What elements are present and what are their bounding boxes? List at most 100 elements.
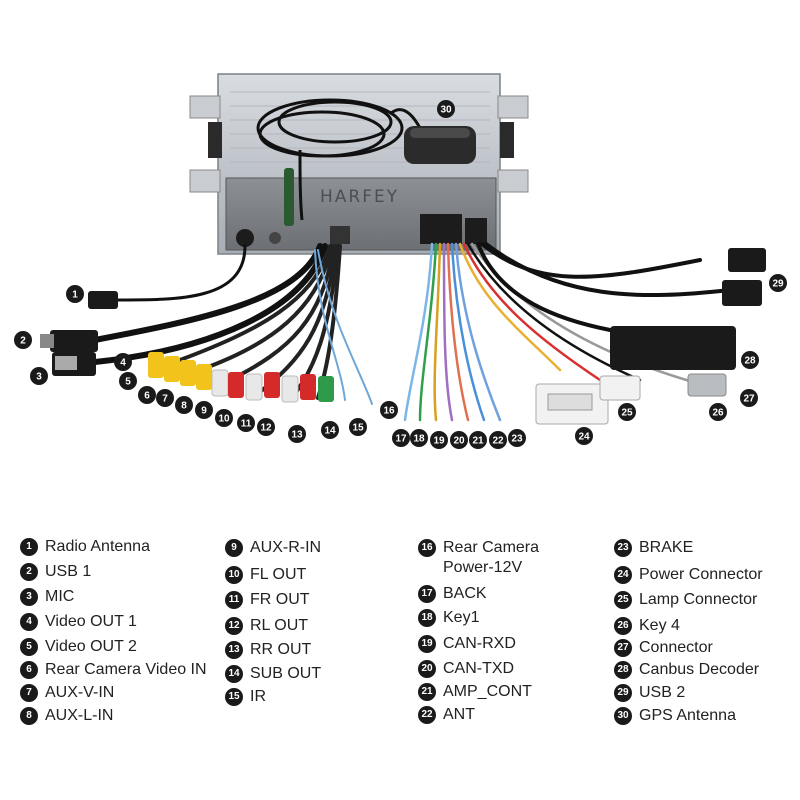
legend-item-21: 21 AMP_CONT bbox=[418, 682, 532, 702]
callout-9-label: 9 bbox=[201, 406, 207, 417]
callout-16-label: 16 bbox=[383, 406, 395, 417]
mic-connector bbox=[52, 352, 96, 376]
callout-26-label: 26 bbox=[712, 408, 724, 419]
callout-19-label: 19 bbox=[433, 436, 445, 447]
legend-number-badge: 11 bbox=[225, 591, 243, 609]
callout-11: 11 bbox=[237, 414, 255, 432]
callout-25: 25 bbox=[618, 403, 636, 421]
legend-number-badge: 10 bbox=[225, 566, 243, 584]
legend-label: Key 4 bbox=[639, 617, 680, 634]
callout-22: 22 bbox=[489, 431, 507, 449]
callout-23-label: 23 bbox=[511, 434, 523, 445]
legend-item-8: 8 AUX-L-IN bbox=[20, 706, 113, 726]
legend-number-badge: 21 bbox=[418, 683, 436, 701]
callout-22-label: 22 bbox=[492, 436, 504, 447]
callout-27-label: 27 bbox=[743, 394, 755, 405]
callout-1: 1 bbox=[66, 285, 84, 303]
legend-label: Rear Camera Video IN bbox=[45, 661, 207, 678]
legend-number-badge: 20 bbox=[418, 660, 436, 678]
legend-number-badge: 23 bbox=[614, 539, 632, 557]
legend-label: FR OUT bbox=[250, 591, 310, 608]
radio-antenna-connector bbox=[88, 291, 118, 309]
callout-7: 7 bbox=[156, 389, 174, 407]
legend-label: USB 2 bbox=[639, 684, 686, 701]
legend-label: AUX-V-IN bbox=[45, 684, 115, 701]
callout-26: 26 bbox=[709, 403, 727, 421]
legend-label: Video OUT 2 bbox=[45, 638, 137, 655]
callout-30: 30 bbox=[437, 100, 455, 118]
callout-20: 20 bbox=[450, 431, 468, 449]
legend-label: USB 1 bbox=[45, 563, 92, 580]
legend-number-badge: 24 bbox=[614, 566, 632, 584]
legend-label: MIC bbox=[45, 588, 75, 605]
legend-number-badge: 12 bbox=[225, 617, 243, 635]
callout-28: 28 bbox=[741, 351, 759, 369]
legend-number-badge: 29 bbox=[614, 684, 632, 702]
callouts: 1 2 3 4 5 6 7 8 9 10 11 12 13 14 15 16 1… bbox=[14, 100, 787, 449]
callout-12: 12 bbox=[257, 418, 275, 436]
brand-text: HARFEY bbox=[320, 187, 399, 207]
legend-label: Lamp Connector bbox=[639, 591, 758, 608]
legend-number-badge: 26 bbox=[614, 617, 632, 635]
legend-label: Canbus Decoder bbox=[639, 661, 760, 678]
callout-3: 3 bbox=[30, 367, 48, 385]
lamp-connector bbox=[599, 375, 641, 401]
callout-10-label: 10 bbox=[218, 414, 230, 425]
usb-connector-2 bbox=[722, 248, 766, 306]
legend-number-badge: 25 bbox=[614, 591, 632, 609]
legend-number-badge: 4 bbox=[20, 613, 38, 631]
callout-13: 13 bbox=[288, 425, 306, 443]
callout-6-label: 6 bbox=[144, 391, 150, 402]
legend-label: ANT bbox=[443, 706, 475, 723]
key4-connector bbox=[687, 373, 727, 397]
legend-item-2: 2 USB 1 bbox=[20, 562, 91, 582]
callout-28-label: 28 bbox=[744, 356, 756, 367]
wiring-diagram: HARFEY bbox=[14, 73, 787, 449]
legend-label: Video OUT 1 bbox=[45, 613, 137, 630]
legend-number-badge: 8 bbox=[20, 707, 38, 725]
legend-number-badge: 3 bbox=[20, 588, 38, 606]
callout-12-label: 12 bbox=[260, 423, 272, 434]
callout-13-label: 13 bbox=[291, 430, 303, 441]
legend-number-badge: 13 bbox=[225, 641, 243, 659]
center-harness bbox=[403, 242, 702, 422]
legend-label: FL OUT bbox=[250, 566, 307, 583]
legend-number-badge: 17 bbox=[418, 585, 436, 603]
legend-number-badge: 6 bbox=[20, 661, 38, 679]
callout-5: 5 bbox=[119, 372, 137, 390]
gps-antenna bbox=[256, 98, 476, 221]
right-harness bbox=[476, 242, 732, 332]
legend-item-26: 26 Key 4 bbox=[614, 616, 680, 636]
callout-14: 14 bbox=[321, 421, 339, 439]
legend-label: AUX-L-IN bbox=[45, 707, 114, 724]
callout-24: 24 bbox=[575, 427, 593, 445]
callout-8: 8 bbox=[175, 396, 193, 414]
legend-item-11: 11 FR OUT bbox=[225, 590, 310, 610]
callout-11-label: 11 bbox=[241, 419, 252, 430]
legend-number-badge: 28 bbox=[614, 661, 632, 679]
callout-5-label: 5 bbox=[125, 377, 131, 388]
callout-25-label: 25 bbox=[621, 408, 633, 419]
callout-29: 29 bbox=[769, 274, 787, 292]
legend-number-badge: 14 bbox=[225, 665, 243, 683]
callout-9: 9 bbox=[195, 401, 213, 419]
callout-15-label: 15 bbox=[352, 423, 364, 434]
power-connector bbox=[535, 383, 609, 425]
legend-label: AMP_CONT bbox=[443, 683, 532, 700]
legend-number-badge: 2 bbox=[20, 563, 38, 581]
legend-number-badge: 30 bbox=[614, 707, 632, 725]
callout-21-label: 21 bbox=[472, 436, 484, 447]
callout-24-label: 24 bbox=[578, 432, 590, 443]
legend-label: IR bbox=[250, 688, 266, 705]
legend-number-badge: 1 bbox=[20, 538, 38, 556]
